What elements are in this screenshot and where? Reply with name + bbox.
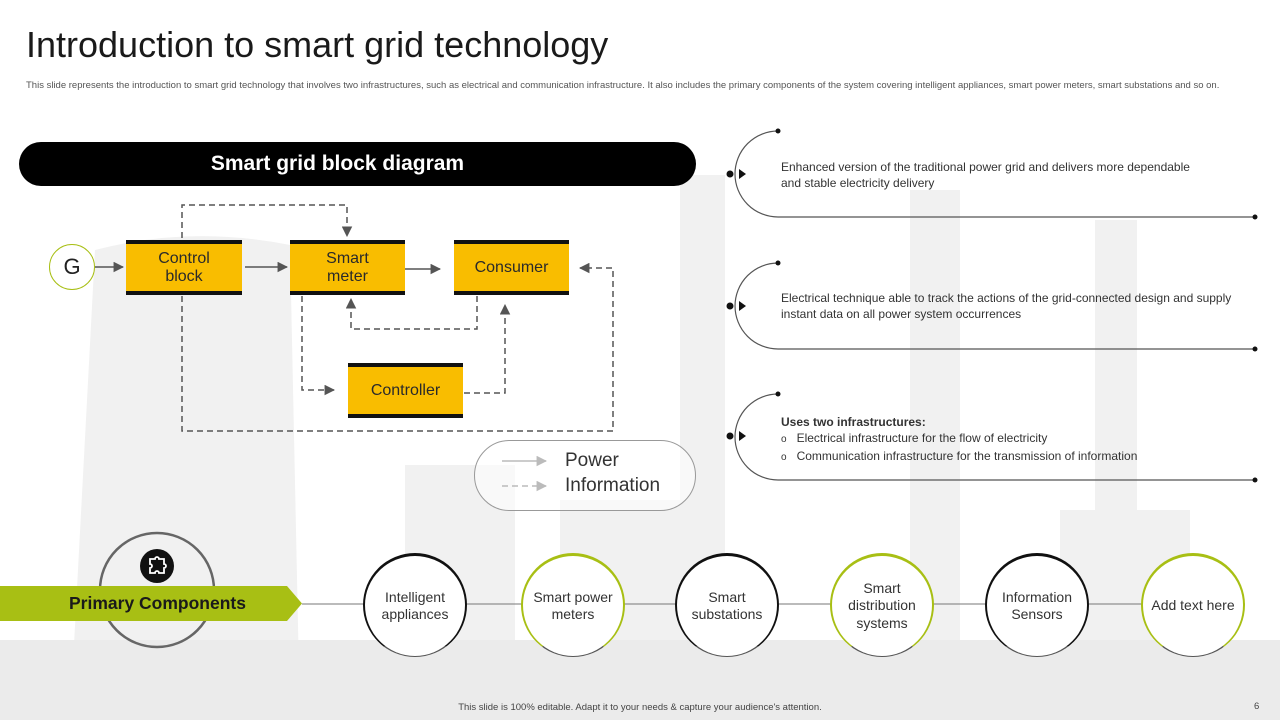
component-1: Intelligent appliances (363, 553, 467, 657)
bullet-1-text: Enhanced version of the traditional powe… (781, 160, 1190, 190)
circle-bullet-icon: o (781, 452, 787, 463)
bullet-2-text: Electrical technique able to track the a… (781, 291, 1232, 321)
bullet-3-item-2: o Communication infrastructure for the tr… (781, 448, 1251, 466)
puzzle-icon (140, 549, 174, 583)
footer-note: This slide is 100% editable. Adapt it to… (458, 702, 822, 713)
component-4: Smart distribution systems (830, 553, 934, 657)
bullet-3-item-2-text: Communication infrastructure for the tra… (796, 449, 1138, 463)
bullet-3-item-1-text: Electrical infrastructure for the flow o… (796, 431, 1048, 445)
bullet-3-heading: Uses two infrastructures: (781, 415, 926, 429)
slide-title: Introduction to smart grid technology (26, 24, 609, 65)
bullet-frame-1 (734, 130, 1255, 218)
slide-subtitle: This slide represents the introduction t… (26, 80, 1220, 91)
generator-node: G (49, 244, 95, 290)
info-line-meter-controller (301, 296, 336, 396)
component-2: Smart power meters (521, 553, 625, 657)
control-block: Control block (126, 240, 242, 295)
component-3: Smart substations (675, 553, 779, 657)
controller-block: Controller (348, 363, 463, 418)
bullet-3: Uses two infrastructures: o Electrical in… (781, 414, 1251, 466)
bullet-frame-3 (734, 393, 1255, 481)
legend-box (474, 440, 696, 511)
info-line-consumer-meter (345, 296, 478, 330)
circle-bullet-icon: o (781, 434, 787, 445)
info-line-controller-consumer (464, 303, 511, 394)
info-line-control-meter-top (181, 204, 353, 238)
legend-power-label: Power (565, 450, 619, 471)
info-line-loop (181, 262, 614, 432)
legend-information-label: Information (565, 475, 661, 496)
consumer-block: Consumer (454, 240, 569, 295)
component-5: Information Sensors (985, 553, 1089, 657)
diagram-banner: Smart grid block diagram (19, 142, 696, 186)
primary-components-label: Primary Components (0, 586, 302, 621)
bullet-3-item-1: o Electrical infrastructure for the flow … (781, 430, 1251, 448)
component-6: Add text here (1141, 553, 1245, 657)
smart-meter-block: Smart meter (290, 240, 405, 295)
bullet-frame-2 (734, 262, 1255, 350)
page-number: 6 (1254, 701, 1260, 712)
